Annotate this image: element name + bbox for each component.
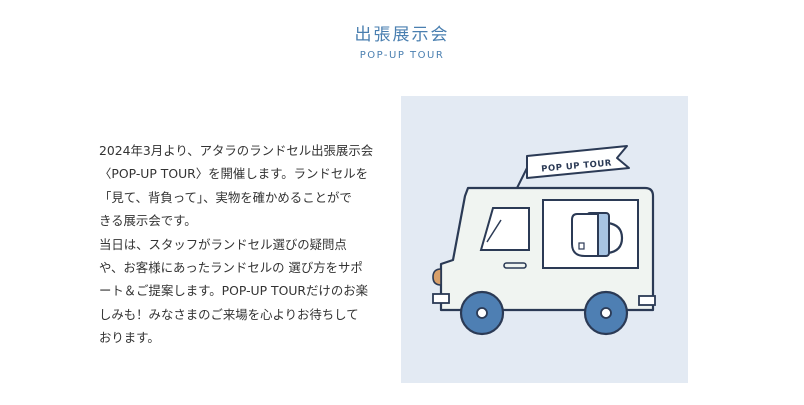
description-line: おります。 <box>99 330 160 346</box>
section-subtitle: POP-UP TOUR <box>359 50 445 61</box>
description-line: 当日は、スタッフがランドセル選びの疑問点 <box>99 236 347 252</box>
cab-window <box>479 207 530 251</box>
description-line: 〈POP-UP TOUR〉を開催します。ランドセルを <box>99 166 368 182</box>
section-title: 出張展示会 <box>354 25 450 45</box>
flag-banner: POP UP TOUR <box>526 145 630 179</box>
rear-bumper <box>638 295 656 306</box>
description-line: しみも！みなさまのご来場を心よりお待ちして <box>99 306 359 322</box>
door-handle <box>503 262 527 269</box>
description-line: や、お客様にあったランドセルの 選び方をサポ <box>99 260 363 276</box>
randoseru-icon <box>571 212 624 257</box>
window-glare <box>486 219 502 243</box>
rear-wheel <box>583 290 629 336</box>
description-line: 「見て、背負って」、実物を確かめることがで <box>99 189 352 205</box>
description-line: ート＆ご提案します。POP-UP TOURだけのお楽 <box>99 283 368 299</box>
flag-pole <box>516 167 528 189</box>
front-bumper <box>432 293 450 304</box>
description-line: きる展示会です。 <box>99 213 197 229</box>
headlight <box>432 268 442 286</box>
description-line: 2024年3月より、アタラのランドセル出張展示会 <box>99 143 374 158</box>
description-text: 2024年3月より、アタラのランドセル出張展示会 〈POP-UP TOUR〉を開… <box>99 139 394 350</box>
popup-truck-illustration: POP UP TOUR <box>401 96 688 383</box>
truck-illustration-svg: POP UP TOUR <box>432 145 656 336</box>
front-wheel <box>459 290 505 336</box>
